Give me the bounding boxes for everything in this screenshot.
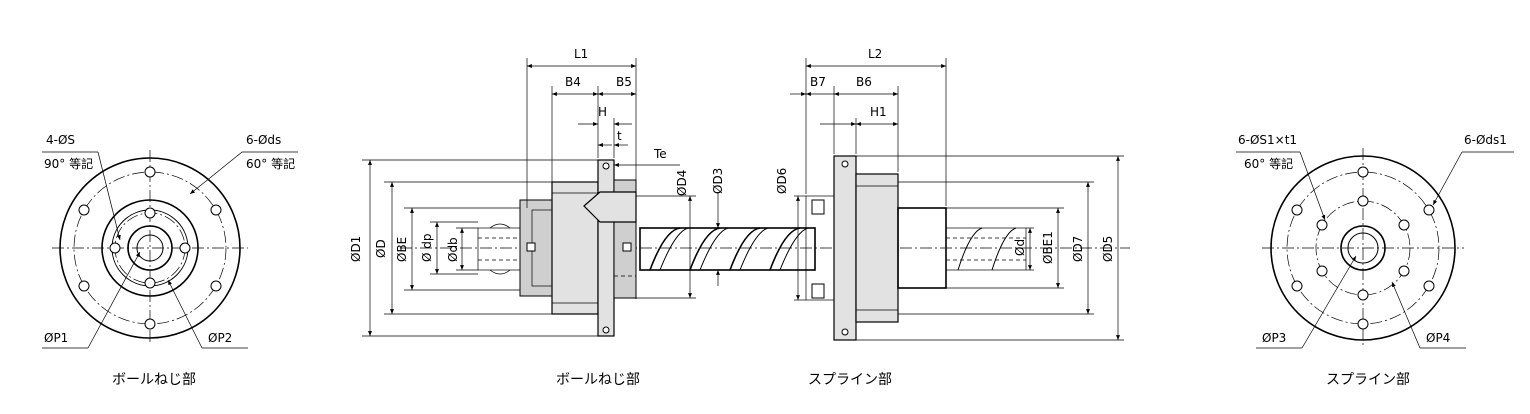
dim-D7: ØD7 xyxy=(1071,236,1085,262)
flange-hole xyxy=(144,318,156,330)
spline-flange-hole xyxy=(1423,280,1435,292)
label-pcd-p4: ØP4 xyxy=(1426,331,1450,345)
nut-hole xyxy=(109,242,121,254)
side-section-view: L1 B4 B5 H t Te ØD1 ØD ØBE Ø dp Ødb ØD4 xyxy=(349,47,1130,388)
spline-flange xyxy=(833,155,857,341)
dim-H: H xyxy=(598,105,607,119)
dim-L1: L1 xyxy=(574,47,588,61)
spline-end-view: 6-ØS1×t1 60° 等記 6-Øds1 ØP3 ØP4 スプライン部 xyxy=(1236,133,1514,388)
nut-hole xyxy=(144,277,156,289)
dim-B5: B5 xyxy=(616,75,632,89)
label-holes-s1: 6-ØS1×t1 xyxy=(1238,133,1297,147)
dim-Te: Te xyxy=(653,147,667,161)
spline-inner-hole xyxy=(1316,265,1328,277)
spline-inner-hole xyxy=(1357,195,1369,207)
label-holes-s-pitch: 90° 等記 xyxy=(44,156,93,171)
label-pcd-p3: ØP3 xyxy=(1262,331,1286,345)
spline-shaft xyxy=(945,227,1027,271)
label-holes-s1-pitch: 60° 等記 xyxy=(1244,156,1293,171)
spline-inner-hole xyxy=(1357,289,1369,301)
dim-H1: H1 xyxy=(870,105,887,119)
spline-inner-hole xyxy=(1398,219,1410,231)
spline-flange-hole xyxy=(1423,204,1435,216)
caption-ballscrew-end: ボールねじ部 xyxy=(112,372,196,388)
label-holes-ds: 6-Øds xyxy=(246,133,281,147)
dim-D5: ØD5 xyxy=(1101,236,1115,262)
ballscrew-flange xyxy=(597,159,615,337)
flange-hole xyxy=(78,204,90,216)
caption-ballscrew-side: ボールねじ部 xyxy=(556,372,640,388)
caption-spline-end: スプライン部 xyxy=(1326,372,1410,388)
dim-B6: B6 xyxy=(856,75,872,89)
pcd-p1-circle xyxy=(73,171,227,325)
dim-D3: ØD3 xyxy=(711,168,725,194)
flange-hole xyxy=(78,280,90,292)
nut-body xyxy=(519,199,553,297)
ballscrew-end-view: 4-ØS 90° 等記 6-Øds 60° 等記 ØP1 ØP2 ボールねじ部 xyxy=(42,133,298,388)
nut-hole xyxy=(179,242,191,254)
flange-hole xyxy=(210,280,222,292)
nut-hole xyxy=(144,207,156,219)
dim-t: t xyxy=(617,129,622,143)
spline-inner-hole xyxy=(1316,219,1328,231)
dim-L2: L2 xyxy=(868,47,882,61)
flange-hole xyxy=(144,166,156,178)
spline-collar xyxy=(855,173,899,323)
dim-BE: ØBE xyxy=(395,237,409,262)
dim-dp: Ø dp xyxy=(420,234,434,263)
spline-flange-hole xyxy=(1357,166,1369,178)
dim-D1: ØD1 xyxy=(349,236,363,262)
spline-flange-hole xyxy=(1291,280,1303,292)
caption-spline-side: スプライン部 xyxy=(808,372,892,388)
dim-db: Ødb xyxy=(446,237,460,262)
label-pcd-p2: ØP2 xyxy=(208,331,232,345)
label-holes-ds1: 6-Øds1 xyxy=(1464,133,1507,147)
dim-B7: B7 xyxy=(810,75,826,89)
flange-hole xyxy=(210,204,222,216)
spline-flange-hole xyxy=(1291,204,1303,216)
dim-BE1: ØBE1 xyxy=(1041,231,1055,264)
label-pcd-p1: ØP1 xyxy=(44,331,68,345)
dim-B4: B4 xyxy=(565,75,581,89)
dim-D6: ØD6 xyxy=(775,168,789,194)
dim-D: ØD xyxy=(374,239,388,258)
spline-flange-hole xyxy=(1357,318,1369,330)
label-holes-ds-pitch: 60° 等記 xyxy=(246,156,295,171)
spline-inner-hole xyxy=(1398,265,1410,277)
label-holes-s: 4-ØS xyxy=(46,133,75,147)
dim-d: Ød xyxy=(1013,239,1027,256)
dim-D4: ØD4 xyxy=(675,170,689,196)
